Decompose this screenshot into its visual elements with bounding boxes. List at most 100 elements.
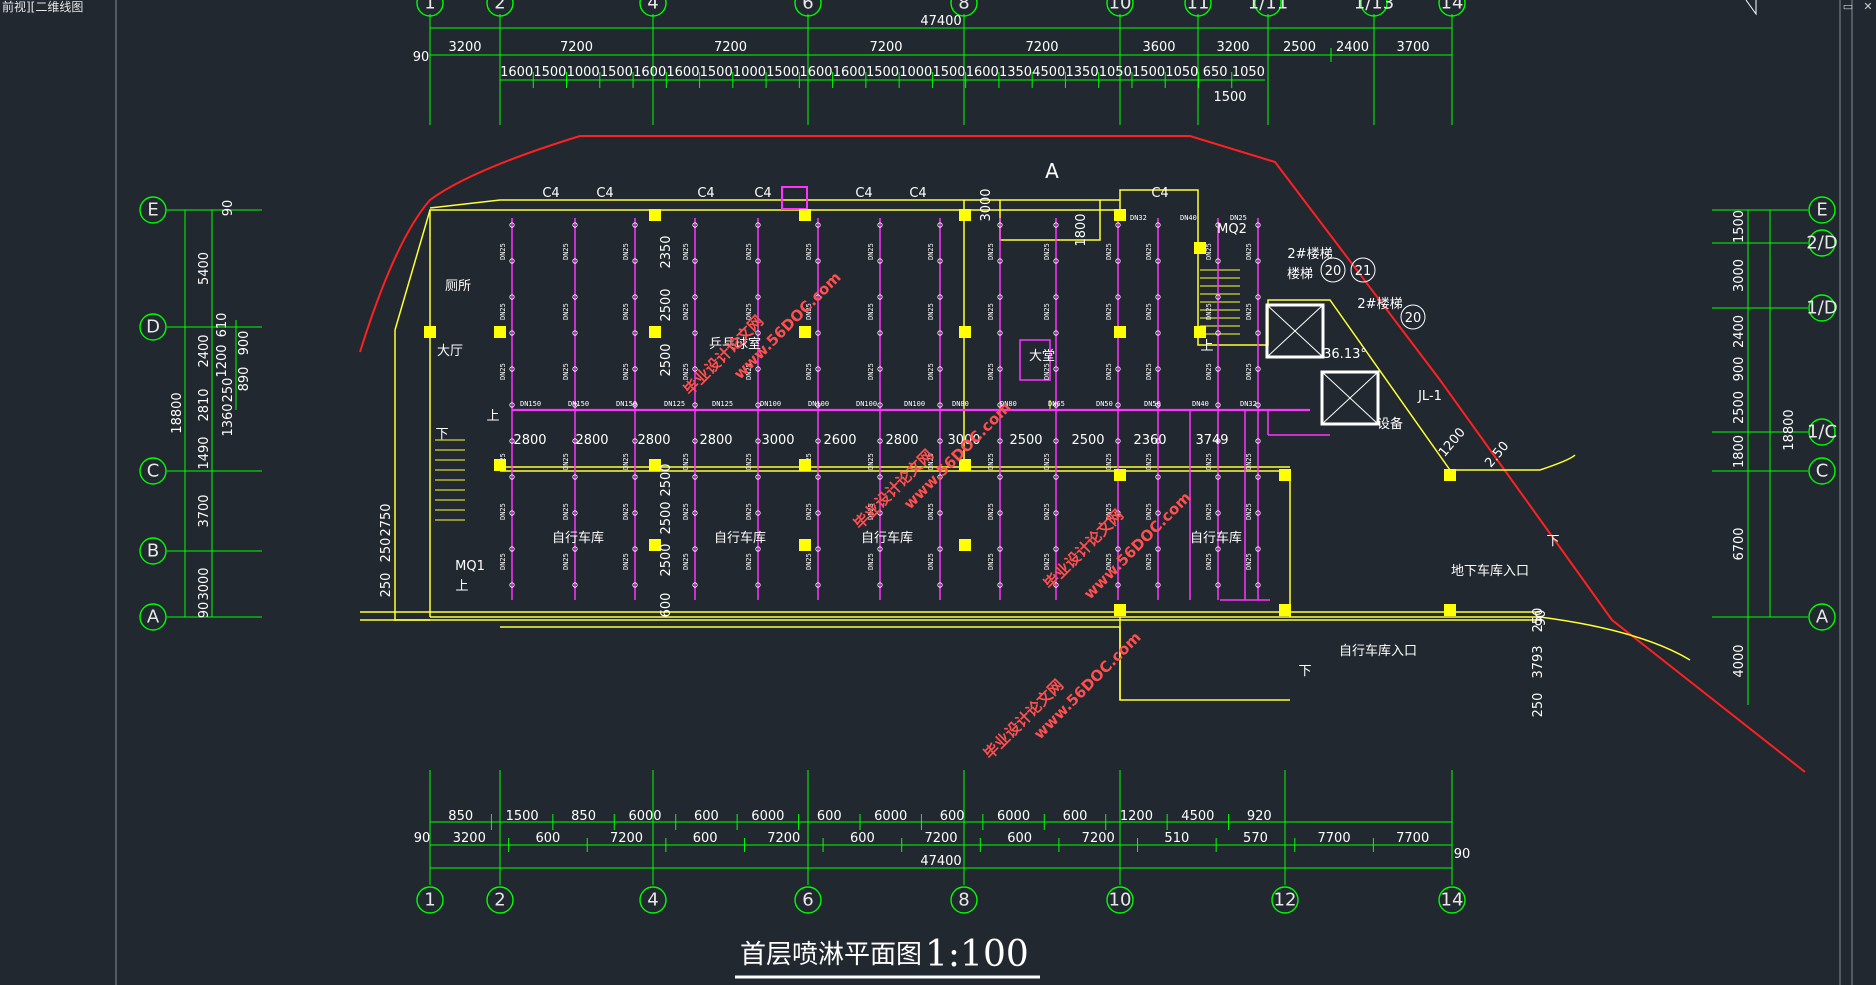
room-label-restroom: 厕所 bbox=[445, 279, 471, 294]
dim-bottom-row1: 600 bbox=[1063, 809, 1088, 824]
room-label-up-3: 上 bbox=[486, 409, 499, 424]
viewport-label[interactable]: 前视][二维线图 bbox=[0, 0, 86, 14]
pipe-branch-label: DN25 bbox=[987, 553, 995, 570]
pipe-size-label: DN65 bbox=[1048, 400, 1065, 408]
dim-top-row1: 3200 bbox=[448, 40, 481, 55]
dim-mid-row: 3000 bbox=[947, 433, 980, 448]
sprinkler-head-icon bbox=[755, 258, 761, 264]
grid-bubble-circle bbox=[1271, 886, 1299, 914]
sprinkler-head-icon bbox=[815, 330, 821, 336]
pipe-branch-label: DN25 bbox=[1043, 303, 1051, 320]
wall-west bbox=[394, 330, 430, 621]
sprinkler-head-icon bbox=[632, 546, 638, 552]
pipe-branch-label: DN25 bbox=[499, 303, 507, 320]
room-label-mq1: MQ1 bbox=[455, 559, 485, 574]
dim-top-row2: 4500 bbox=[1032, 65, 1065, 80]
sprinkler-head-icon bbox=[815, 366, 821, 372]
dim-left-d-group: 890 bbox=[237, 367, 252, 392]
wall-outline bbox=[429, 189, 1540, 617]
dim-left-inner: 5400 bbox=[197, 252, 212, 285]
column-marker bbox=[799, 209, 811, 221]
room-label-bike-garage-4: 自行车库 bbox=[1190, 530, 1242, 546]
sprinkler-head-icon bbox=[815, 222, 821, 228]
room-label-up-2: 上 bbox=[1200, 339, 1213, 354]
hall-pipe-box bbox=[1019, 339, 1051, 381]
pipe-branch-label: DN25 bbox=[562, 243, 570, 260]
sprinkler-head-icon bbox=[997, 294, 1003, 300]
pipe-size-label: DN80 bbox=[952, 400, 969, 408]
sprinkler-head-icon bbox=[1215, 510, 1221, 516]
dim-bottom-total: 47400 bbox=[920, 854, 961, 869]
grid-bubble-top: 1/11 bbox=[1248, 0, 1288, 17]
pipe-branch-label: DN25 bbox=[1245, 363, 1253, 380]
sprinkler-head-icon bbox=[1155, 402, 1161, 408]
sprinkler-head-icon bbox=[997, 438, 1003, 444]
sprinkler-head-icon bbox=[1115, 510, 1121, 516]
grid-bubble-right: 1/D bbox=[1806, 294, 1838, 322]
column-marker bbox=[799, 539, 811, 551]
column-marker bbox=[959, 209, 971, 221]
column-marker bbox=[649, 539, 661, 551]
grid-bubble-circle bbox=[639, 886, 667, 914]
pipe-branch-label: DN25 bbox=[745, 303, 753, 320]
pipe-branch-label: DN25 bbox=[1043, 503, 1051, 520]
grid-bubble-top: 11 bbox=[1184, 0, 1212, 17]
pipe-branch-label: DN25 bbox=[622, 503, 630, 520]
grid-bubble-top: 2 bbox=[486, 0, 514, 17]
pipe-branch-label: DN25 bbox=[1245, 303, 1253, 320]
sprinkler-head-icon bbox=[937, 438, 943, 444]
pipe-size-label: DN125 bbox=[712, 400, 733, 408]
sprinkler-head-icon bbox=[877, 402, 883, 408]
pipe-branch-label: DN25 bbox=[987, 243, 995, 260]
dim-bottom-row2: 7700 bbox=[1318, 831, 1351, 846]
sprinkler-head-icon bbox=[1115, 258, 1121, 264]
sprinkler-head-icon bbox=[1053, 474, 1059, 480]
pipe-branch-label: DN25 bbox=[867, 303, 875, 320]
pipe-branch-label: DN25 bbox=[682, 363, 690, 380]
dim-mid-vert: 2500 bbox=[659, 288, 674, 321]
dim-bottom-row1: 920 bbox=[1247, 809, 1272, 824]
pipe-size-label: DN50 bbox=[1144, 400, 1161, 408]
dim-top-row2: 1000 bbox=[567, 65, 600, 80]
grid-bubble-label: 6 bbox=[802, 0, 813, 14]
dim-left-inner: 1490 bbox=[197, 436, 212, 469]
dim-right-inner: 1800 bbox=[1732, 435, 1747, 468]
sprinkler-head-icon bbox=[937, 222, 943, 228]
dim-mid-row: 2800 bbox=[637, 433, 670, 448]
grid-bubble-left: C bbox=[139, 457, 167, 485]
sprinkler-head-icon bbox=[1255, 366, 1261, 372]
pipe-variant-label: DN25 bbox=[1230, 214, 1247, 222]
dim-right-inner: 2500 bbox=[1732, 391, 1747, 424]
pipe-branch-label: DN25 bbox=[867, 503, 875, 520]
dim-mid-vert: 2500 bbox=[659, 463, 674, 496]
room-label-up-1: 上 bbox=[455, 579, 468, 594]
wall-north-outer bbox=[429, 199, 1120, 209]
dim-bottom-row2: 510 bbox=[1164, 831, 1189, 846]
grid-bubble-top: 8 bbox=[950, 0, 978, 17]
sprinkler-head-icon bbox=[632, 294, 638, 300]
room-label-stair2: 2#楼梯 bbox=[1357, 297, 1402, 312]
sprinkler-head-icon bbox=[1053, 258, 1059, 264]
sprinkler-head-icon bbox=[1155, 510, 1161, 516]
close-icon[interactable]: ✕ bbox=[1863, 0, 1873, 13]
pipe-branch-label: DN25 bbox=[1043, 553, 1051, 570]
sprinkler-head-icon bbox=[755, 294, 761, 300]
dim-left-inner: 2400 bbox=[197, 334, 212, 367]
sprinkler-head-icon bbox=[937, 330, 943, 336]
pipe-branch-label: DN25 bbox=[1043, 243, 1051, 260]
sprinkler-head-icon bbox=[1215, 258, 1221, 264]
grid-bubble-circle bbox=[1808, 196, 1836, 224]
pipe-branch-label: DN25 bbox=[1205, 363, 1213, 380]
grid-bubble-circle bbox=[639, 0, 667, 17]
sprinkler-head-icon bbox=[1155, 330, 1161, 336]
room-label-bike-garage-3: 自行车库 bbox=[861, 530, 913, 546]
sprinkler-head-icon bbox=[1255, 582, 1261, 588]
sprinkler-head-icon bbox=[692, 546, 698, 552]
grid-bubble-circle bbox=[486, 0, 514, 17]
restore-icon[interactable]: ▭ bbox=[1842, 0, 1854, 13]
grid-bubble-circle bbox=[1808, 229, 1836, 257]
sprinkler-head-icon bbox=[997, 546, 1003, 552]
dim-bottom-row2: 600 bbox=[536, 831, 561, 846]
grid-bubble-circle bbox=[139, 603, 167, 631]
